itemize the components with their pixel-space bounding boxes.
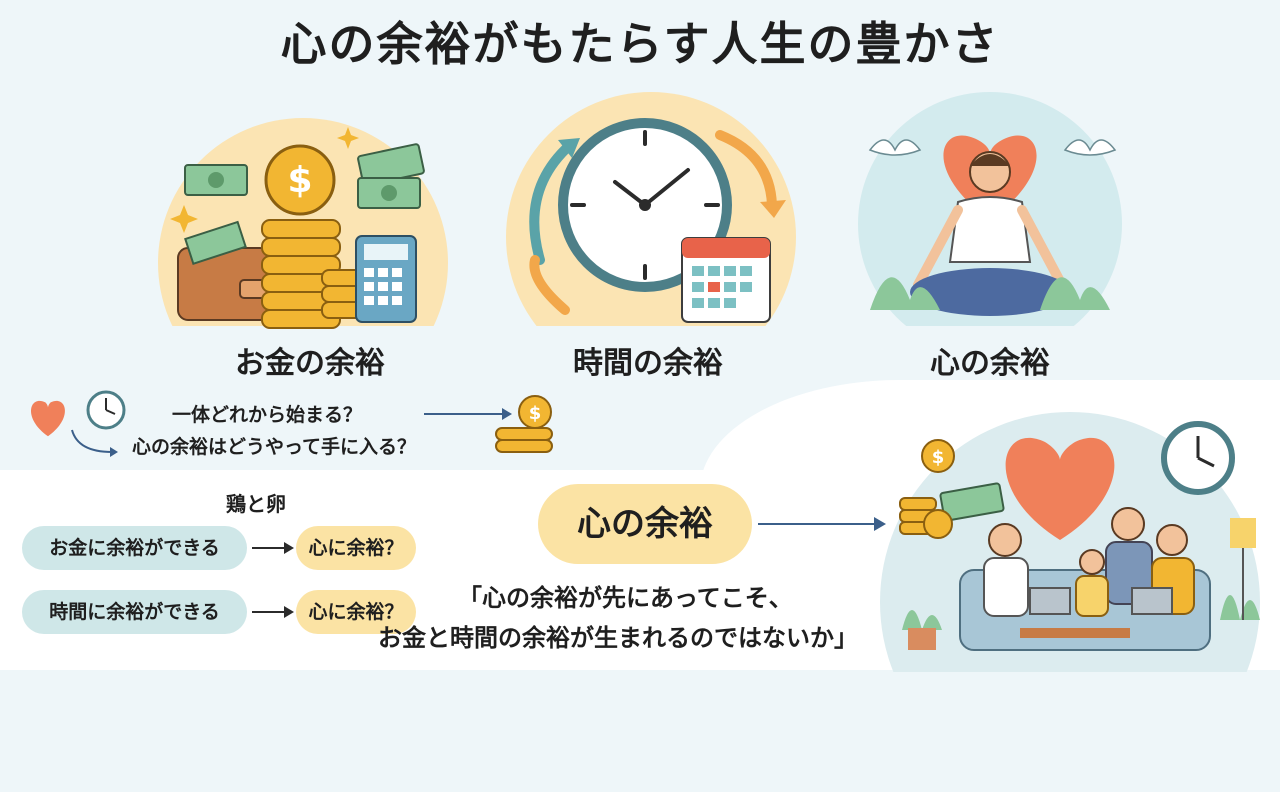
cause-arrow-money (252, 542, 294, 554)
page-title: 心の余裕がもたらす人生の豊かさ (280, 17, 1000, 71)
wall-clock-icon (1161, 421, 1235, 495)
question-arrow (424, 408, 512, 420)
heart-icon (31, 400, 65, 437)
center-label-pill: 心の余裕 (538, 484, 752, 564)
family-icon: $ (899, 421, 1260, 651)
cause-arrow-time (252, 606, 294, 618)
pillar-label-time: 時間の余裕 (573, 346, 723, 381)
question-line-1: 一体どれから始まる？ (172, 404, 363, 426)
cause-pill-money: お金に余裕ができる (22, 526, 247, 570)
cause-pill-time: 時間に余裕ができる (22, 590, 247, 634)
svg-text:$: $ (529, 403, 542, 424)
effect-pill-time: 心に余裕？ (296, 590, 416, 634)
clock-icon (529, 118, 786, 323)
money-icon: $ (170, 127, 425, 329)
pillar-label-mind: 心の余裕 (930, 346, 1050, 381)
small-clock-icon (86, 390, 126, 430)
chicken-egg-heading: 鶏と卵 (226, 492, 286, 516)
svg-text:$: $ (932, 447, 945, 468)
pillar-label-money: お金の余裕 (235, 346, 385, 381)
center-arrow (758, 517, 886, 531)
question-line-2: 心の余裕はどうやって手に入る？ (132, 436, 417, 458)
meditation-icon (868, 135, 1117, 316)
quote-line-1: 「心の余裕が先にあってこそ、 (458, 584, 793, 612)
effect-pill-money: 心に余裕？ (296, 526, 416, 570)
quote-line-2: お金と時間の余裕が生まれるのではないか」 (378, 624, 858, 652)
coin-stack-icon: $ (495, 395, 553, 453)
question-icons (31, 390, 126, 457)
svg-text:$: $ (287, 160, 312, 201)
